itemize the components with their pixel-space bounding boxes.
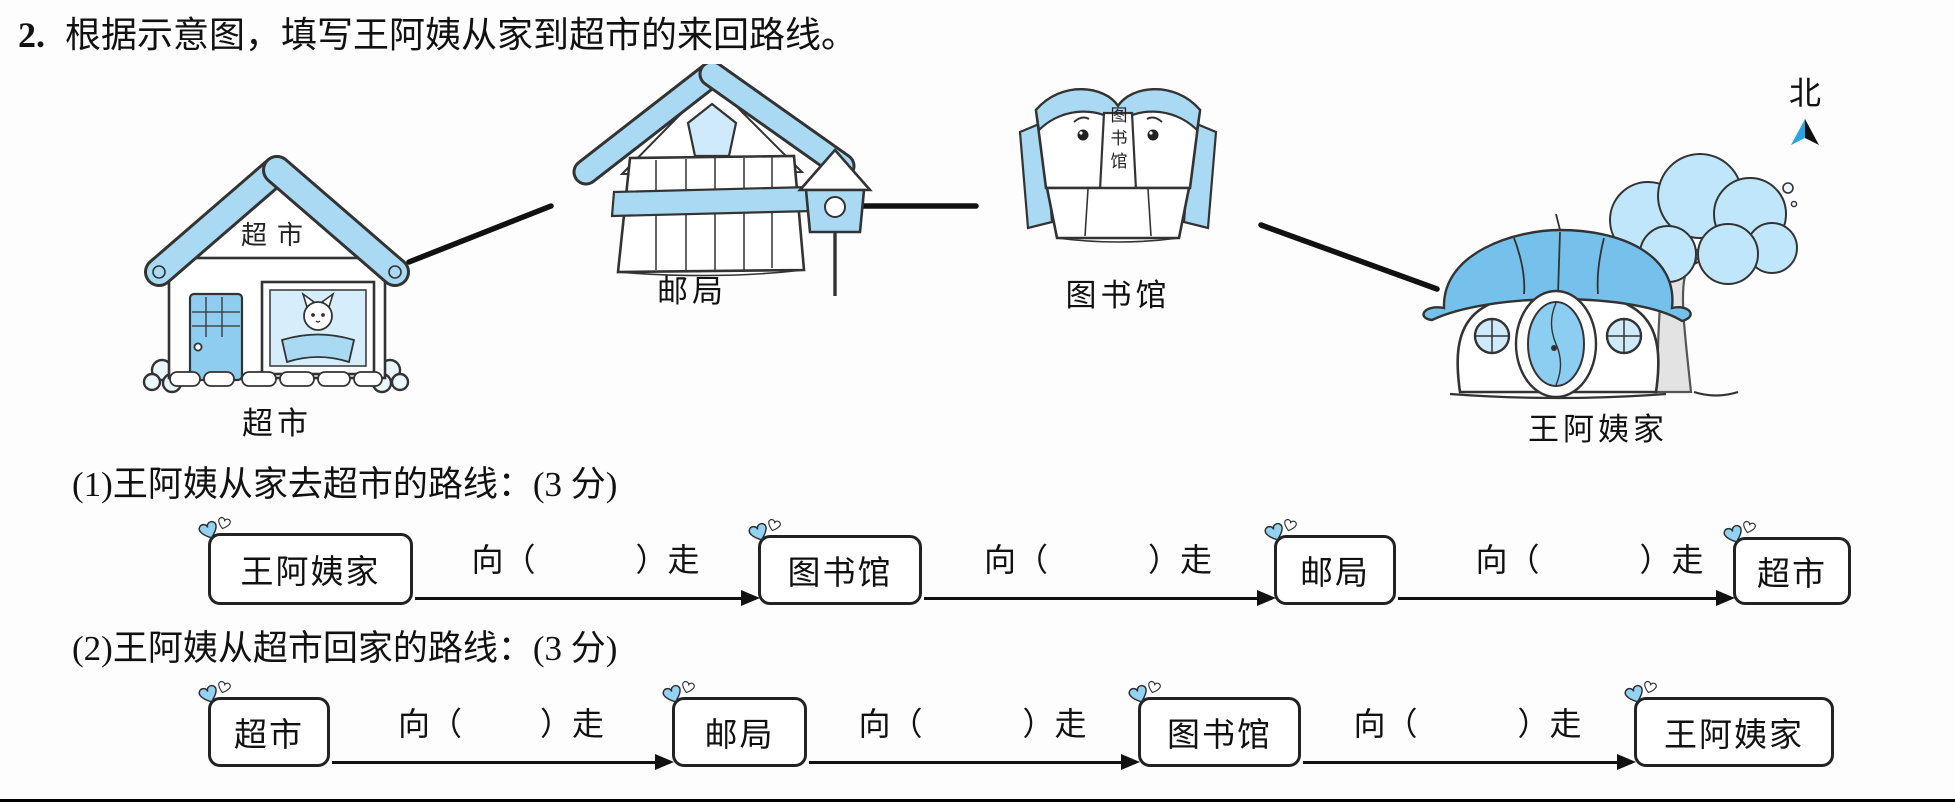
route1-stop-library: 图书馆 <box>748 518 922 605</box>
route2-connector-3: 向（ ）走 <box>1301 695 1636 770</box>
hearts-icon <box>1623 680 1663 709</box>
building-supermarket: 超市 超市 <box>124 144 430 443</box>
building-post-office: 邮局 <box>552 64 882 312</box>
library-sign-text: 图书馆 <box>1107 106 1127 175</box>
route1-stop-supermarket-label: 超市 <box>1757 557 1827 593</box>
route2-stop-post-office-label: 邮局 <box>704 718 775 754</box>
direction-text: 向（ ）走 <box>1301 699 1634 745</box>
home-illustration <box>1422 153 1798 400</box>
page-bottom-edge <box>0 799 1955 802</box>
route1-connector-3: 向（ ）走 <box>1396 531 1735 606</box>
direction-text: 向（ ）走 <box>922 535 1274 581</box>
route2-stop-supermarket-label: 超市 <box>234 718 304 754</box>
supermarket-label: 超市 <box>242 406 312 441</box>
direction-prefix: 向（ <box>1353 706 1418 742</box>
home-label: 王阿姨家 <box>1528 412 1668 447</box>
hearts-icon <box>1127 680 1167 709</box>
answer-blank-1-1[interactable] <box>536 570 636 571</box>
answer-blank-2-1[interactable] <box>462 734 540 735</box>
answer-blank-2-2[interactable] <box>923 734 1023 735</box>
direction-text: 向（ ）走 <box>807 699 1138 745</box>
arrow-right-icon <box>924 590 1276 606</box>
question-2-score: (3 分) <box>532 629 618 668</box>
hearts-icon <box>197 680 237 709</box>
direction-text: 向（ ）走 <box>1396 535 1733 581</box>
hearts-icon <box>197 516 237 545</box>
question-2-number: (2) <box>72 629 113 668</box>
supermarket-sign-text: 超市 <box>241 221 313 250</box>
route1-connector-1: 向（ ）走 <box>413 531 760 606</box>
route2-connector-2: 向（ ）走 <box>807 695 1140 770</box>
arrow-right-icon <box>809 754 1140 770</box>
direction-prefix: 向（ <box>1475 542 1540 578</box>
answer-blank-2-3[interactable] <box>1418 734 1518 735</box>
direction-prefix: 向（ <box>858 706 923 742</box>
north-arrow-icon <box>1791 119 1819 145</box>
arrow-right-icon <box>415 590 760 606</box>
question-number: 2. <box>18 15 45 55</box>
direction-suffix: ）走 <box>1022 706 1087 742</box>
question-1-score: (3 分) <box>532 465 618 504</box>
answer-blank-1-2[interactable] <box>1048 570 1148 571</box>
route1-stop-home: 王阿姨家 <box>198 516 413 605</box>
hearts-icon <box>747 518 787 547</box>
question-1-text: 王阿姨从家去超市的路线： <box>112 465 533 504</box>
library-label: 图书馆 <box>1065 278 1171 313</box>
north-label: 北 <box>1788 75 1821 111</box>
direction-prefix: 向（ <box>397 706 462 742</box>
question-title: 2. 根据示意图，填写王阿姨从家到超市的来回路线。 <box>18 6 857 58</box>
question-title-text: 根据示意图，填写王阿姨从家到超市的来回路线。 <box>65 15 858 55</box>
route2-stop-post-office: 邮局 <box>662 680 807 767</box>
route1-stop-post-office: 邮局 <box>1264 518 1396 605</box>
hearts-icon <box>1722 520 1762 549</box>
arrow-right-icon <box>1303 754 1636 770</box>
route1-stop-post-office-label: 邮局 <box>1300 556 1370 592</box>
route2-stop-home: 王阿姨家 <box>1624 680 1834 767</box>
hearts-icon <box>1263 518 1303 547</box>
compass: 北 <box>1783 76 1827 146</box>
route2-stop-supermarket: 超市 <box>198 680 330 767</box>
direction-suffix: ）走 <box>1639 542 1704 578</box>
question-2-text: 王阿姨从超市回家的路线： <box>112 629 533 668</box>
route1-stop-home-label: 王阿姨家 <box>240 555 381 591</box>
route1-stop-supermarket: 超市 <box>1723 520 1851 605</box>
direction-text: 向（ ）走 <box>413 535 758 581</box>
route2-stop-home-label: 王阿姨家 <box>1664 718 1804 754</box>
arrow-right-icon <box>1398 590 1735 606</box>
post-office-illustration <box>572 64 873 296</box>
question-1: (1)王阿姨从家去超市的路线：(3 分) <box>72 456 617 507</box>
direction-suffix: ）走 <box>1517 706 1582 742</box>
route2-stop-library-label: 图书馆 <box>1167 718 1272 754</box>
direction-suffix: ）走 <box>635 542 700 578</box>
hearts-icon <box>661 680 701 709</box>
supermarket-illustration: 超市 <box>142 155 410 394</box>
library-illustration <box>1018 88 1218 243</box>
direction-suffix: ）走 <box>1148 542 1213 578</box>
route1-connector-2: 向（ ）走 <box>922 531 1276 606</box>
question-2: (2)王阿姨从超市回家的路线：(3 分) <box>72 620 617 671</box>
building-library: 图书馆 图书馆 <box>992 58 1244 315</box>
question-1-number: (1) <box>72 465 113 504</box>
answer-blank-1-3[interactable] <box>1540 570 1640 571</box>
route2-connector-1: 向（ ）走 <box>330 695 674 770</box>
route1-stop-library-label: 图书馆 <box>787 556 893 592</box>
building-home: 王阿姨家 <box>1398 124 1798 449</box>
arrow-right-icon <box>332 754 674 770</box>
post-office-label: 邮局 <box>657 274 727 309</box>
direction-prefix: 向（ <box>471 542 536 578</box>
direction-text: 向（ ）走 <box>330 699 672 745</box>
direction-suffix: ）走 <box>540 706 605 742</box>
route2-stop-library: 图书馆 <box>1128 680 1301 767</box>
direction-prefix: 向（ <box>983 542 1048 578</box>
